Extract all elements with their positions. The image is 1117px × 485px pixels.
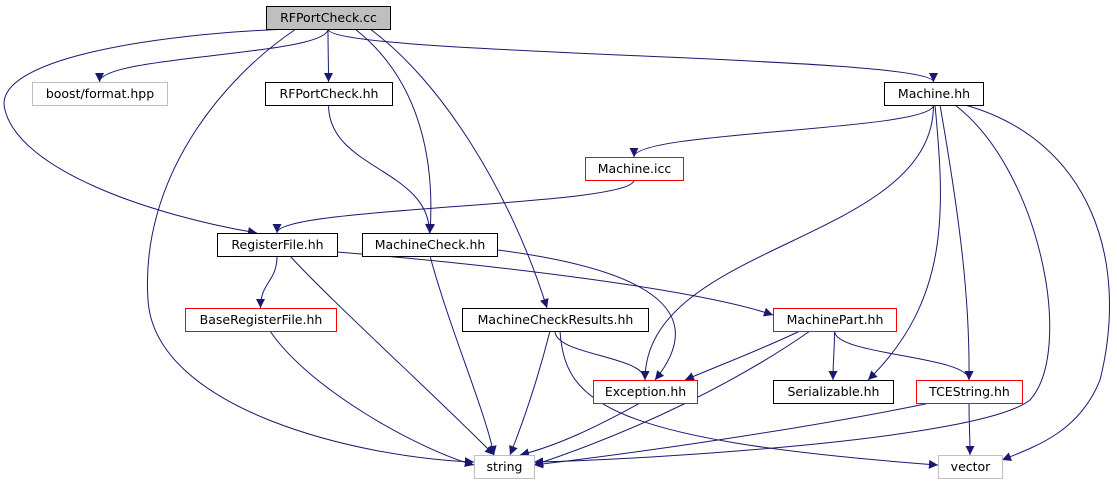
edge-registerfile_hh-to-machinepart_hh [336, 251, 774, 317]
node-string: string [474, 455, 535, 479]
node-label: RFPortCheck.hh [280, 86, 379, 101]
edge-machinecheckresults_hh-to-vector [559, 330, 939, 469]
edge-tcestring_hh-to-vector [965, 402, 975, 456]
node-label: Machine.icc [598, 161, 672, 176]
node-label: vector [951, 459, 992, 474]
node-label: Machine.hh [898, 86, 970, 101]
node-box [185, 308, 337, 332]
edge-machinepart_hh-to-tcestring_hh [834, 330, 974, 381]
node-box [217, 233, 338, 257]
edge-machinecheckresults_hh-to-string [509, 330, 551, 456]
node-box [916, 380, 1023, 404]
edge-machinecheck_hh-to-exception_hh [489, 248, 676, 381]
edge-rfportcheck_hh-to-machinecheck_hh [328, 104, 434, 234]
node-boost-format: boost/format.hpp [32, 82, 168, 106]
node-baseregisterfile-hh[interactable]: BaseRegisterFile.hh [185, 308, 337, 332]
edges-layer [3, 28, 1110, 469]
node-label: boost/format.hpp [46, 86, 154, 101]
edge-rfportcheck_cc-to-machine_hh [327, 28, 938, 83]
node-vector: vector [938, 455, 1003, 479]
node-box [265, 82, 393, 106]
edge-rfportcheck_cc-to-machinecheckresults_hh [369, 28, 549, 309]
edge-machinecheckresults_hh-to-exception_hh [554, 330, 650, 381]
edge-baseregisterfile_hh-to-string [269, 330, 475, 467]
edge-machinepart_hh-to-serializable_hh [828, 330, 838, 381]
node-rfportcheck-cc: RFPortCheck.cc [266, 6, 391, 30]
node-box [32, 82, 168, 106]
node-label: MachineCheck.hh [375, 237, 486, 252]
edge-machine_icc-to-registerfile_hh [272, 179, 635, 234]
node-machinecheck-hh[interactable]: MachineCheck.hh [362, 233, 498, 257]
node-label: BaseRegisterFile.hh [200, 312, 323, 327]
node-label: RegisterFile.hh [231, 237, 323, 252]
edge-machine_hh-to-machine_icc [629, 104, 934, 158]
node-label: MachinePart.hh [787, 312, 884, 327]
edge-machine_hh-to-tcestring_hh [939, 104, 974, 381]
node-label: Serializable.hh [788, 384, 880, 399]
node-rfportcheck-hh[interactable]: RFPortCheck.hh [265, 82, 393, 106]
node-box [773, 380, 894, 404]
node-box [585, 157, 684, 181]
node-serializable-hh[interactable]: Serializable.hh [773, 380, 894, 404]
node-box [884, 82, 984, 106]
edge-machinepart_hh-to-exception_hh [684, 330, 801, 381]
node-box [462, 308, 649, 332]
node-registerfile-hh[interactable]: RegisterFile.hh [217, 233, 338, 257]
edge-registerfile_hh-to-string [289, 255, 495, 456]
edge-rfportcheck_cc-to-registerfile_hh [3, 28, 291, 236]
edge-exception_hh-to-string [519, 402, 641, 458]
node-machine-icc[interactable]: Machine.icc [585, 157, 684, 181]
node-machine-hh[interactable]: Machine.hh [884, 82, 984, 106]
edge-machine_hh-to-string [533, 104, 1051, 467]
edge-machine_hh-to-vector [964, 104, 1110, 461]
node-label: MachineCheckResults.hh [478, 312, 634, 327]
node-machinepart-hh[interactable]: MachinePart.hh [773, 308, 897, 332]
edge-rfportcheck_cc-to-boost_format [95, 28, 329, 83]
edge-machine_hh-to-exception_hh [640, 104, 934, 381]
edge-machinecheck_hh-to-string [429, 255, 497, 456]
node-box [474, 455, 535, 479]
node-label: RFPortCheck.cc [280, 10, 377, 25]
node-label: string [487, 459, 523, 474]
node-label: Exception.hh [605, 384, 686, 399]
nodes-layer: RFPortCheck.cc boost/format.hpp RFPortChec… [32, 6, 1023, 479]
node-machinecheckresults-hh[interactable]: MachineCheckResults.hh [462, 308, 649, 332]
edge-rfportcheck_cc-to-rfportcheck_hh [323, 28, 333, 83]
node-tcestring-hh[interactable]: TCEString.hh [916, 380, 1023, 404]
edge-machine_hh-to-serializable_hh [867, 104, 941, 381]
node-box [773, 308, 897, 332]
edge-rfportcheck_cc-to-machinecheck_hh [354, 28, 436, 234]
node-box [362, 233, 498, 257]
node-exception-hh[interactable]: Exception.hh [593, 380, 698, 404]
edge-tcestring_hh-to-string [533, 402, 931, 469]
node-box [593, 380, 698, 404]
node-box [266, 6, 391, 30]
edge-registerfile_hh-to-baseregisterfile_hh [256, 255, 278, 309]
node-label: TCEString.hh [928, 384, 1010, 399]
edge-rfportcheck_cc-to-string [146, 28, 475, 467]
node-box [938, 455, 1003, 479]
